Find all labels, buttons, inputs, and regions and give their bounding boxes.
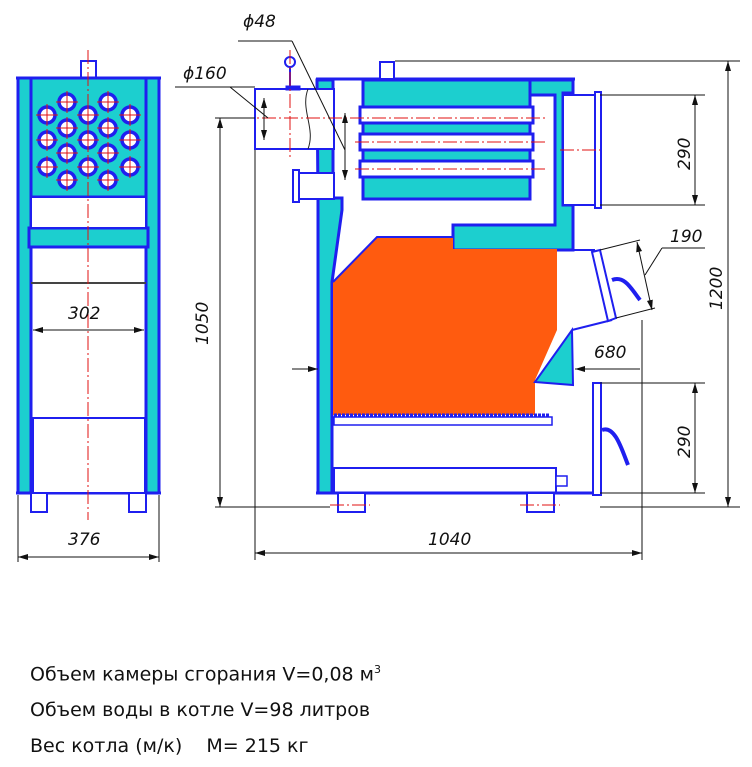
grate [333,416,553,426]
ash-pan [333,467,557,494]
dim-1050: 1050 [193,302,213,345]
left-jacket [16,76,33,495]
tube-centerline [119,156,141,178]
nozzle-48 [295,172,335,200]
right-jacket [144,76,161,495]
tube-centerline [56,91,78,113]
tube-centerline [119,104,141,126]
specifications: Объем камеры сгорания V=0,08 м3 Объем во… [30,652,381,764]
spec-weight: Вес котла (м/к) M= 215 кг [30,735,309,758]
foot [337,492,366,513]
side-dimensions [175,40,740,560]
dim-302: 302 [68,304,100,324]
dim-190: 190 [670,227,702,247]
ash-door [32,417,146,494]
spec-text: Объем камеры сгорания V=0,08 м [30,663,374,686]
door-handle [611,277,642,302]
dim-376: 376 [68,530,101,550]
fire-tubes [36,91,141,191]
tube-centerline [36,129,58,151]
tube-centerline [36,156,58,178]
ash-door [592,382,602,496]
tube-centerline [56,142,78,164]
combustion-chamber [333,237,557,415]
superscript: 3 [374,663,381,676]
tube-centerline [119,129,141,151]
spec-water-volume: Объем воды в котле V=98 литров [30,699,371,722]
dim-1040: 1040 [428,530,471,550]
foot [526,492,555,513]
dim-290-top: 290 [675,138,695,170]
dim-290-bottom: 290 [675,426,695,458]
tube-centerline [56,117,78,139]
foot [30,492,48,513]
dim-1200: 1200 [707,267,727,310]
dim-680: 680 [594,343,626,363]
dim-d48: ϕ48 [243,12,276,32]
dim-d160: ϕ160 [183,64,227,84]
front-view [16,50,161,520]
side-section [240,50,642,513]
tube-centerline [97,169,119,191]
foot [128,492,147,513]
tube-centerline [56,169,78,191]
flue-pipe-160 [254,88,335,150]
top-nozzle [379,61,395,80]
loading-door [590,248,618,323]
tube-centerline [97,117,119,139]
tube-centerline [97,91,119,113]
ash-door-handle [601,427,630,466]
spec-chamber-volume: Объем камеры сгорания V=0,08 м3 [30,652,381,692]
tube-centerline [97,142,119,164]
tube-centerline [36,104,58,126]
front-dimensions [17,327,160,562]
